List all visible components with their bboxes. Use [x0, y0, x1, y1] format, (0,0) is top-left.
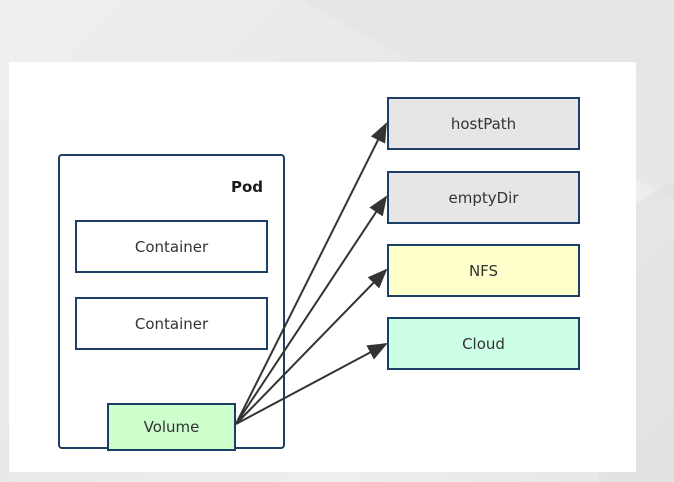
container-label: Container: [134, 314, 209, 333]
volume-type-emptydir: emptyDir: [387, 171, 580, 224]
volume-type-label: hostPath: [450, 114, 517, 133]
volume-type-label: emptyDir: [448, 188, 519, 207]
volume-label: Volume: [143, 418, 200, 436]
volume-type-hostpath: hostPath: [387, 97, 580, 150]
pod-label: Pod: [230, 178, 263, 196]
volume-type-cloud: Cloud: [387, 317, 580, 370]
volume-type-label: NFS: [468, 261, 499, 280]
volume-box: Volume: [107, 403, 236, 451]
volume-type-nfs: NFS: [387, 244, 580, 297]
container-box-2: Container: [75, 297, 268, 350]
volume-type-label: Cloud: [462, 334, 505, 353]
container-box-1: Container: [75, 220, 268, 273]
container-label: Container: [134, 237, 209, 256]
